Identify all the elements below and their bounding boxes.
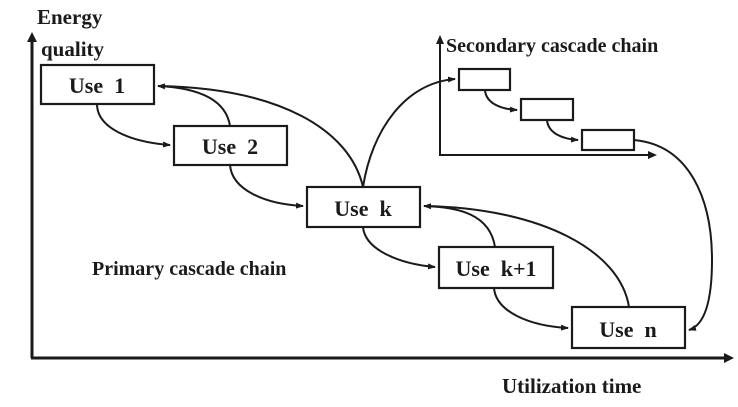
node-usek1-label: Use k+1 — [456, 256, 537, 281]
node-sec3 — [580, 128, 636, 152]
edge-use2-to-usek — [229, 164, 304, 209]
node-usek-label: Use k — [334, 196, 392, 221]
edge-usek-to-secondary — [362, 76, 456, 188]
x-axis-label: Utilization time — [502, 374, 641, 398]
x-axis-arrowhead — [724, 353, 734, 363]
y-axis-label-line2: quality — [41, 37, 105, 61]
node-use2: Use 2 — [172, 124, 289, 167]
node-usen-label: Use n — [599, 317, 656, 342]
edge-secondary-to-usen — [633, 139, 714, 331]
node-use1: Use 1 — [39, 63, 156, 106]
node-sec2 — [519, 97, 575, 122]
edge-use2-to-use1 — [157, 83, 231, 127]
node-usek1: Use k+1 — [437, 245, 555, 290]
edge-usen-to-usek — [423, 205, 630, 308]
edge-usek1-to-usek — [423, 203, 496, 248]
edge-usek-to-use1 — [157, 85, 364, 188]
secondary-chain-label: Secondary cascade chain — [446, 35, 658, 57]
y-axis-label-line1: Energy — [37, 5, 103, 29]
node-usek: Use k — [305, 185, 422, 229]
node-sec1 — [457, 67, 512, 92]
secondary-x-arrowhead — [648, 151, 657, 159]
secondary-y-arrowhead — [436, 35, 444, 44]
node-use1-label: Use 1 — [69, 73, 125, 98]
edge-sec2-to-sec3 — [546, 119, 579, 143]
node-use2-label: Use 2 — [202, 134, 258, 159]
edge-usek1-to-usen — [493, 287, 569, 331]
edge-usek-to-usek1 — [362, 226, 436, 270]
edge-sec1-to-sec2 — [484, 89, 518, 113]
node-usen: Use n — [570, 305, 687, 350]
y-axis-arrowhead — [27, 32, 37, 42]
edge-use1-to-use2 — [96, 103, 171, 148]
primary-chain-label: Primary cascade chain — [92, 258, 286, 280]
